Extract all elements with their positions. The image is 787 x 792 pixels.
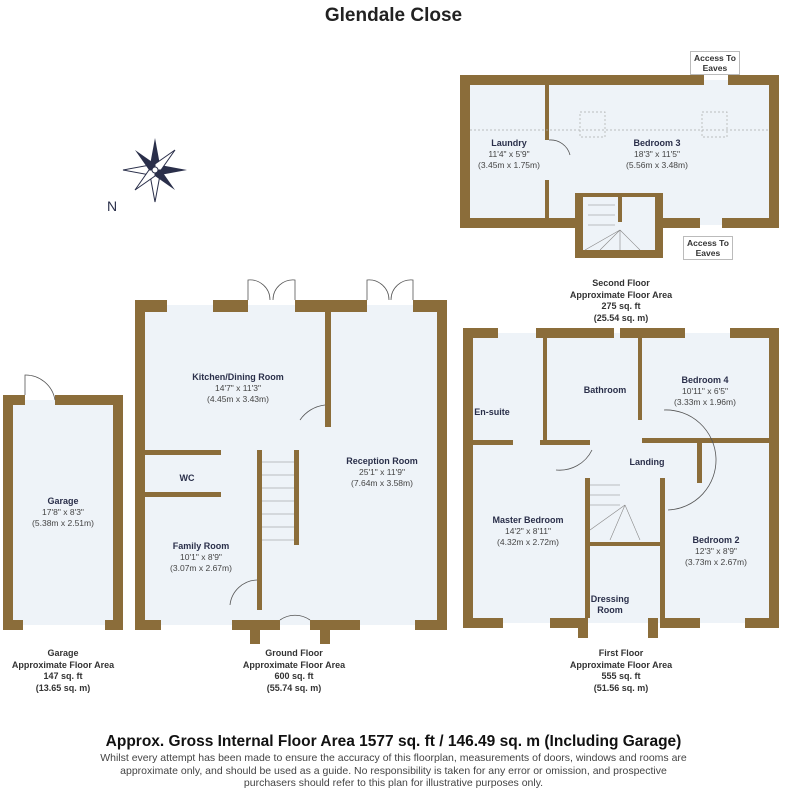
room-name: Bedroom 3 (633, 138, 681, 148)
plan-title: Glendale Close (324, 5, 463, 26)
walls (3, 75, 779, 644)
room-dims-imperial: 14'2" x 8'11" (504, 526, 551, 536)
compass-rose-icon (122, 138, 187, 203)
room-dims-metric: (3.73m x 2.67m) (685, 557, 747, 567)
room-name-line2: Room (597, 605, 623, 615)
area-caption: Approximate Floor Area (569, 659, 673, 670)
room-name: WC (179, 473, 195, 483)
room-master-bedroom: Master Bedroom 14'2" x 8'11" (4.32m x 2.… (492, 515, 563, 548)
room-name: Garage (47, 496, 79, 506)
room-dims-imperial: 12'3" x 8'9" (695, 546, 737, 556)
eaves-label-line1: Access To (687, 238, 729, 248)
room-landing: Landing (630, 457, 665, 468)
first-floor-area: First Floor Approximate Floor Area 555 s… (570, 648, 672, 694)
room-name: En-suite (474, 407, 510, 417)
room-dims-metric: (3.33m x 1.96m) (674, 397, 736, 407)
room-dims-imperial: 14'7" x 11'3" (215, 383, 261, 393)
room-dims-metric: (7.64m x 3.58m) (351, 478, 413, 488)
door-swings (24, 139, 717, 621)
room-name: Reception Room (346, 456, 418, 466)
area-caption: Approximate Floor Area (11, 659, 115, 670)
area-caption: Approximate Floor Area (242, 659, 346, 670)
room-name: Dressing (590, 594, 630, 604)
area-sqft: 600 sq. ft (274, 671, 314, 681)
ground-floor-area: Ground Floor Approximate Floor Area 600 … (243, 648, 345, 694)
room-dims-imperial: 18'3" x 11'5" (633, 149, 680, 159)
room-kitchen-dining: Kitchen/Dining Room 14'7" x 11'3" (4.45m… (192, 372, 284, 405)
room-dims-metric: (3.07m x 2.67m) (170, 563, 232, 573)
area-sqft: 555 sq. ft (601, 671, 641, 681)
room-name: Bathroom (583, 385, 627, 395)
eaves-label-line2: Eaves (702, 63, 728, 73)
room-dims-metric: (4.45m x 3.43m) (207, 394, 269, 404)
floor-fills (8, 80, 775, 625)
access-to-eaves-bottom: Access To Eaves (683, 236, 733, 260)
room-wc: WC (180, 473, 195, 484)
room-dims-metric: (3.45m x 1.75m) (478, 160, 540, 170)
room-dims-imperial: 17'8" x 8'3" (42, 507, 84, 517)
area-sqm: (55.74 sq. m) (266, 682, 322, 693)
room-name: Landing (629, 457, 665, 467)
room-name: Bedroom 2 (692, 535, 740, 545)
room-garage: Garage 17'8" x 8'3" (5.38m x 2.51m) (32, 496, 94, 529)
room-name: Laundry (491, 138, 527, 148)
room-laundry: Laundry 11'4" x 5'9" (3.45m x 1.75m) (478, 138, 540, 171)
area-floor-name: Garage (47, 648, 79, 658)
area-floor-name: Ground Floor (265, 648, 323, 658)
area-sqm: (51.56 sq. m) (593, 682, 649, 693)
garage-fill (8, 400, 118, 625)
second-floor-area: Second Floor Approximate Floor Area 275 … (570, 278, 672, 324)
room-dims-imperial: 10'11" x 6'5" (681, 386, 728, 396)
room-dressing-room: Dressing Room (591, 594, 630, 616)
area-floor-name: First Floor (598, 648, 644, 658)
disclaimer: Whilst every attempt has been made to en… (100, 752, 687, 789)
room-bedroom-4: Bedroom 4 10'11" x 6'5" (3.33m x 1.96m) (674, 375, 736, 408)
ground-floor-fill (140, 305, 442, 625)
area-caption: Approximate Floor Area (569, 289, 673, 300)
room-name: Master Bedroom (492, 515, 564, 525)
room-family: Family Room 10'1" x 8'9" (3.07m x 2.67m) (170, 541, 232, 574)
room-en-suite: En-suite (474, 407, 510, 418)
area-sqft: 147 sq. ft (43, 671, 83, 681)
area-floor-name: Second Floor (592, 278, 650, 288)
room-bathroom: Bathroom (584, 385, 627, 396)
access-to-eaves-top: Access To Eaves (690, 51, 740, 75)
gross-floor-area: Approx. Gross Internal Floor Area 1577 s… (105, 733, 682, 750)
eaves-label-line2: Eaves (695, 248, 721, 258)
room-dims-metric: (5.56m x 3.48m) (626, 160, 688, 170)
area-sqft: 275 sq. ft (601, 301, 641, 311)
garage-area: Garage Approximate Floor Area 147 sq. ft… (12, 648, 114, 694)
room-reception: Reception Room 25'1" x 11'9" (7.64m x 3.… (346, 456, 418, 489)
area-sqm: (25.54 sq. m) (593, 312, 649, 323)
room-name: Family Room (172, 541, 230, 551)
room-dims-imperial: 10'1" x 8'9" (180, 552, 222, 562)
room-dims-imperial: 25'1" x 11'9" (358, 467, 405, 477)
room-bedroom-2: Bedroom 2 12'3" x 8'9" (3.73m x 2.67m) (685, 535, 747, 568)
room-dims-imperial: 11'4" x 5'9" (488, 149, 530, 159)
area-sqm: (13.65 sq. m) (35, 682, 91, 693)
north-label: N (107, 198, 118, 214)
room-name: Kitchen/Dining Room (192, 372, 284, 382)
room-dims-metric: (5.38m x 2.51m) (32, 518, 94, 528)
skylights (470, 111, 770, 138)
room-name: Bedroom 4 (681, 375, 729, 385)
room-bedroom-3: Bedroom 3 18'3" x 11'5" (5.56m x 3.48m) (626, 138, 688, 171)
room-dims-metric: (4.32m x 2.72m) (497, 537, 559, 547)
first-floor-fill (468, 333, 774, 623)
eaves-label-line1: Access To (694, 53, 736, 63)
stairs (262, 204, 641, 541)
